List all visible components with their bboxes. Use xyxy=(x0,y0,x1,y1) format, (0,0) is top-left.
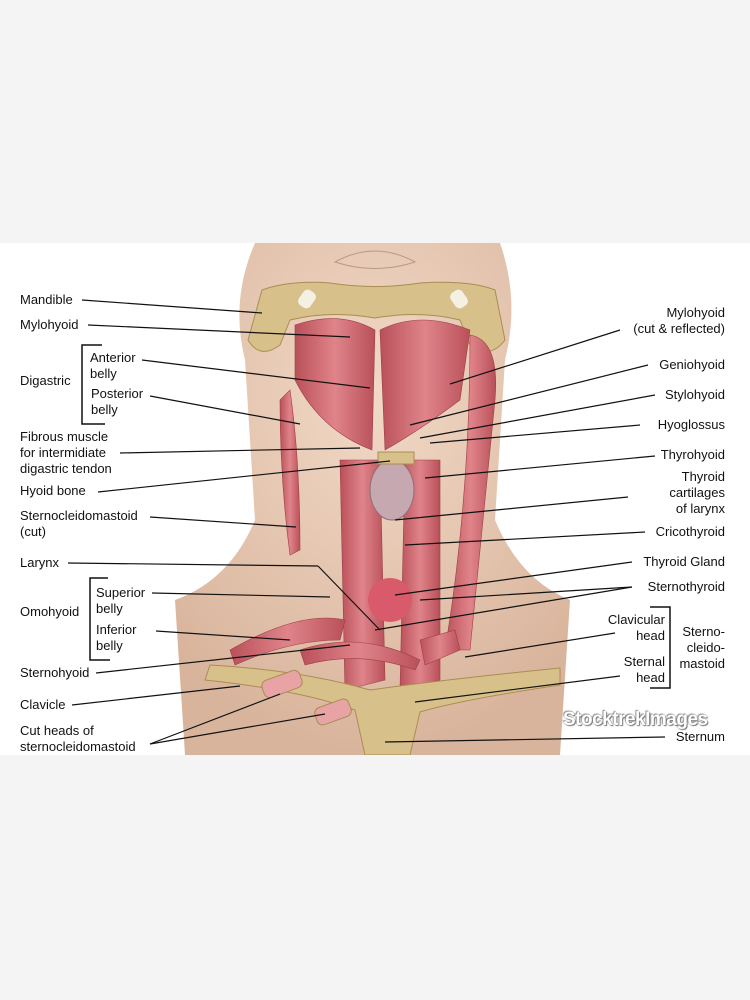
neck-muscles-drawing xyxy=(67,243,671,755)
label-thyrohyoid: Thyrohyoid xyxy=(660,447,725,462)
label-mylohyoid: Mylohyoid xyxy=(20,317,79,332)
label-geniohyoid: Geniohyoid xyxy=(659,357,725,372)
label-clavicle: Clavicle xyxy=(20,697,66,712)
label-omohyoid: Omohyoid xyxy=(20,604,80,619)
label-thyroid-gland: Thyroid Gland xyxy=(643,554,725,569)
label-sternohyoid: Sternohyoid xyxy=(20,665,90,680)
label-mylohyoid-cut: Mylohyoid(cut & reflected) xyxy=(633,305,725,336)
label-cricothyroid: Cricothyroid xyxy=(655,524,725,539)
clavicle-sternum xyxy=(204,664,561,755)
label-hyoid-bone: Hyoid bone xyxy=(20,483,86,498)
label-sternum: Sternum xyxy=(675,729,725,744)
leader-lines xyxy=(67,299,666,745)
brackets xyxy=(81,344,671,689)
label-sternocleidomastoid: Sterno-cleido-mastoid xyxy=(679,624,725,671)
watermark: StocktrekImages xyxy=(563,709,708,730)
larynx-thyroid xyxy=(368,451,415,622)
label-scm-cut: Sternocleidomastoid(cut) xyxy=(20,508,138,539)
label-mandible: Mandible xyxy=(20,292,73,307)
muscles xyxy=(229,318,496,691)
label-stylohyoid: Stylohyoid xyxy=(665,387,725,402)
label-sternothyroid: Sternothyroid xyxy=(647,579,725,594)
label-digastric: Digastric xyxy=(20,373,71,388)
label-larynx: Larynx xyxy=(20,555,60,570)
label-hyoglossus: Hyoglossus xyxy=(657,417,725,432)
